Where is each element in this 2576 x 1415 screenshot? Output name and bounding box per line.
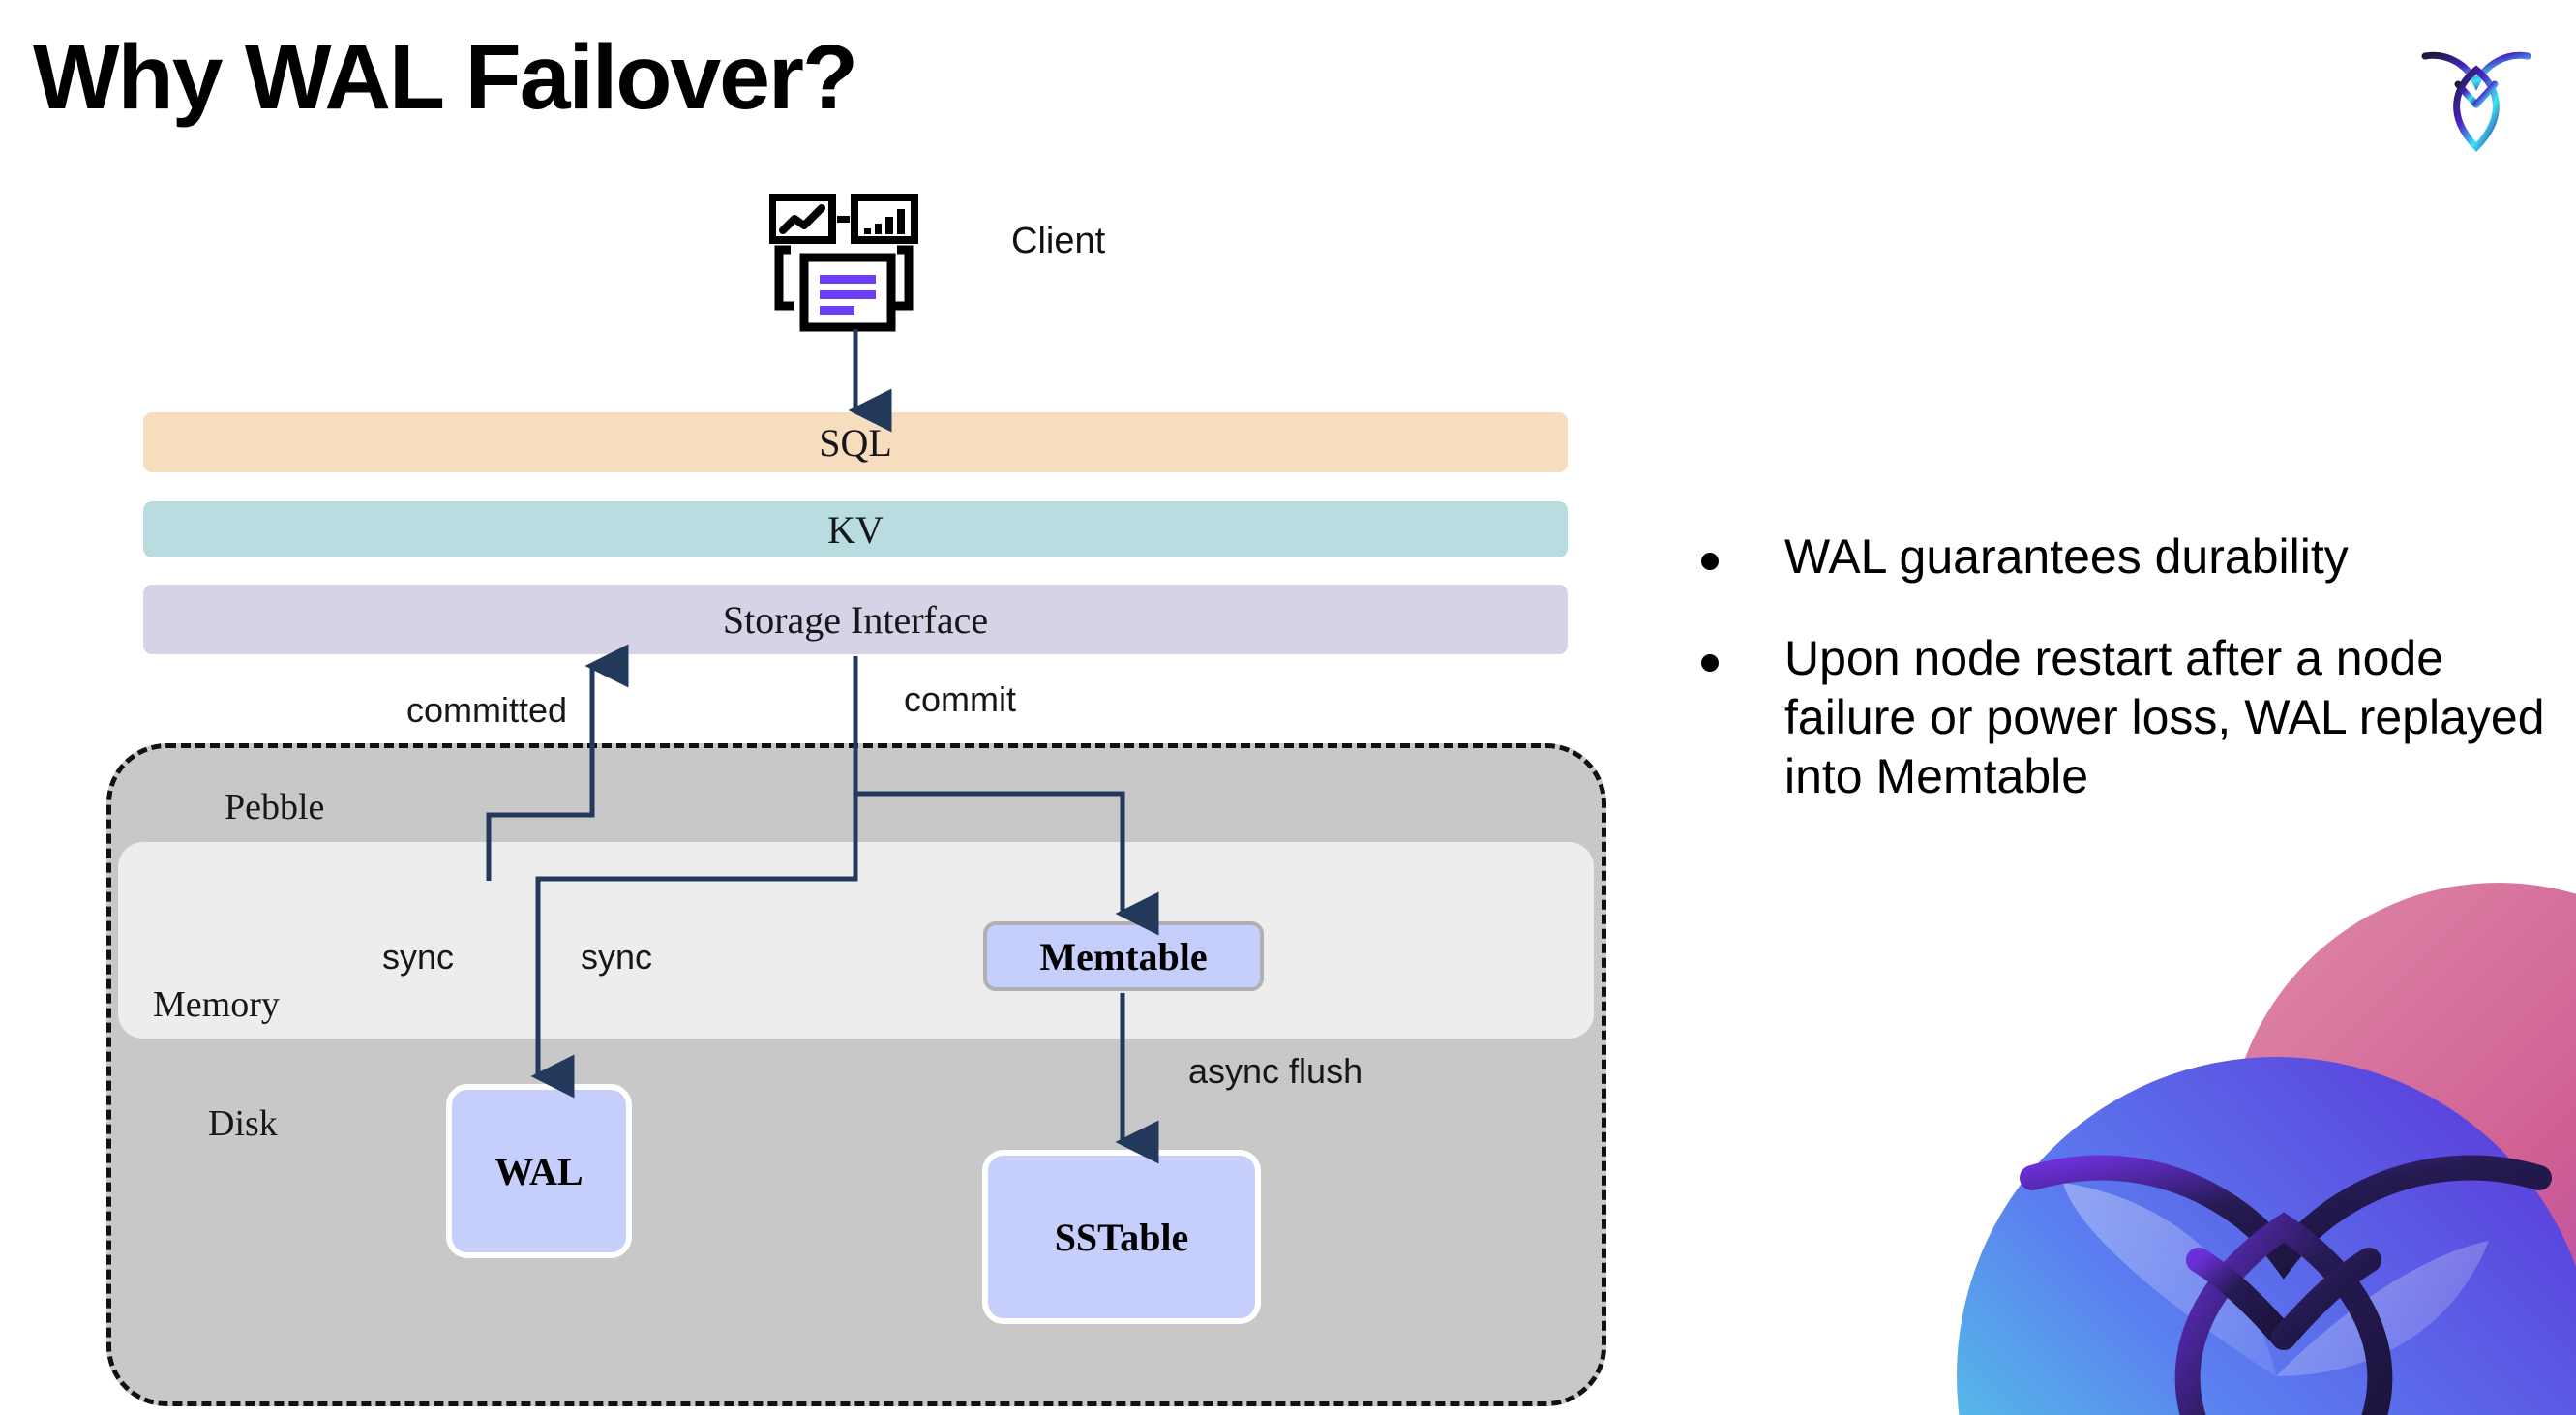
wal-architecture-diagram: Client SQL KV Storage Interface Pebble M… xyxy=(106,194,1606,1406)
list-item: WAL guarantees durability xyxy=(1701,527,2553,587)
node-label-memtable: Memtable xyxy=(1039,934,1208,978)
pebble-label: Pebble xyxy=(225,787,325,828)
client-label: Client xyxy=(1011,221,1106,261)
edge-label-async-flush: async flush xyxy=(1188,1051,1363,1091)
bullet-text: Upon node restart after a node failure o… xyxy=(1784,631,2545,803)
node-label-sstable: SSTable xyxy=(1054,1215,1189,1259)
list-item: Upon node restart after a node failure o… xyxy=(1701,629,2553,806)
node-memtable: Memtable xyxy=(983,921,1264,991)
node-wal: WAL xyxy=(446,1084,632,1258)
edge-label-committed: committed xyxy=(406,690,568,730)
decorative-logo-circles xyxy=(1821,834,2576,1415)
node-sstable: SSTable xyxy=(982,1150,1261,1324)
layer-label-sql: SQL xyxy=(819,420,892,465)
disk-label: Disk xyxy=(208,1103,278,1144)
layer-bar-kv: KV xyxy=(143,501,1568,557)
edge-label-sync-1: sync xyxy=(382,937,455,977)
layer-bar-storage-interface: Storage Interface xyxy=(143,585,1568,654)
edge-label-sync-2: sync xyxy=(581,937,653,977)
layer-label-kv: KV xyxy=(827,507,884,552)
memory-region xyxy=(118,842,1594,1039)
edge-label-commit: commit xyxy=(904,679,1016,719)
node-label-wal: WAL xyxy=(494,1149,584,1193)
memory-label: Memory xyxy=(153,984,280,1025)
bullet-dot-icon xyxy=(1701,553,1719,570)
bullet-dot-icon xyxy=(1701,654,1719,672)
cockroachdb-logo xyxy=(2404,23,2549,168)
page-title: Why WAL Failover? xyxy=(33,26,858,129)
client-dashboard-icon xyxy=(768,194,924,339)
bullet-text: WAL guarantees durability xyxy=(1784,529,2349,584)
bullet-list: WAL guarantees durability Upon node rest… xyxy=(1701,527,2553,849)
layer-label-storage-interface: Storage Interface xyxy=(722,597,989,642)
layer-bar-sql: SQL xyxy=(143,412,1568,472)
